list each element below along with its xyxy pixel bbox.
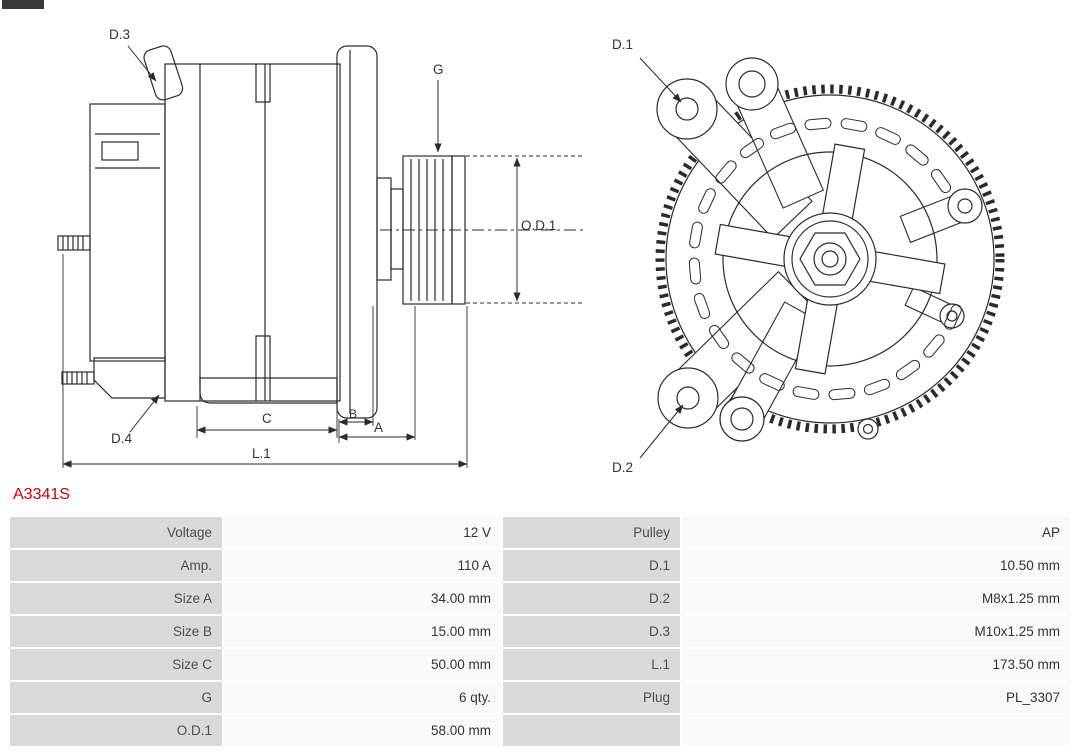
mounting-lug-top-left: [656, 78, 718, 140]
spec-value: [682, 715, 1070, 746]
spec-label: Plug: [503, 682, 680, 713]
label-g: G: [433, 62, 444, 77]
spec-label: G: [10, 682, 222, 713]
spec-value: M8x1.25 mm: [682, 583, 1070, 614]
spec-label: Size B: [10, 616, 222, 647]
spec-label: Size C: [10, 649, 222, 680]
front-view: [655, 57, 1005, 442]
front-leaders: [639, 57, 684, 459]
spec-label: D.3: [503, 616, 680, 647]
spec-label: [503, 715, 680, 746]
shaft: [390, 188, 404, 270]
part-number: A3341S: [13, 486, 70, 503]
terminal-stud: [57, 235, 91, 251]
spec-value: AP: [682, 517, 1070, 548]
mounting-tab-right-lower: [939, 303, 965, 329]
mounting-lug-top: [725, 57, 779, 111]
leader-d4: [129, 394, 160, 433]
front-flange: [336, 45, 378, 419]
bottom-stud: [61, 371, 95, 385]
spec-value: 58.00 mm: [224, 715, 501, 746]
bottom-plate: [199, 377, 338, 404]
spec-table: Voltage 12 V Pulley AP Amp. 110 A D.1 10…: [10, 517, 1070, 746]
hole-d2: [676, 386, 700, 410]
spec-label: D.2: [503, 583, 680, 614]
side-top-ear: [143, 45, 184, 101]
hole-d1: [675, 97, 699, 121]
label-a: A: [374, 420, 383, 435]
housing-body: [164, 63, 341, 402]
spokes: [714, 143, 946, 375]
mounting-lug-bottom-left: [657, 367, 719, 429]
hole-top: [738, 70, 766, 98]
leader-d3: [127, 45, 157, 82]
hole-right-lower: [946, 310, 958, 322]
spec-label: Voltage: [10, 517, 222, 548]
spec-value: 34.00 mm: [224, 583, 501, 614]
hole-bottom-small: [862, 423, 874, 435]
spec-value: PL_3307: [682, 682, 1070, 713]
inner-ring: [722, 151, 938, 367]
technical-drawing: D.3 G O.D.1 D.4 C B A L.1 D.1 D.2: [57, 27, 1005, 475]
side-dimensions: [62, 45, 583, 468]
spec-value: 110 A: [224, 550, 501, 581]
hub: [783, 212, 877, 306]
label-l1: L.1: [252, 446, 271, 461]
stator-teeth-ring: [655, 84, 1005, 434]
mounting-lug-bottom: [719, 396, 765, 442]
spec-label: Pulley: [503, 517, 680, 548]
label-d1: D.1: [612, 37, 633, 52]
label-od1: O.D.1: [521, 218, 556, 233]
spec-value: 12 V: [224, 517, 501, 548]
shaft-end: [813, 242, 847, 276]
mounting-tab-right: [947, 188, 983, 224]
spec-value: 50.00 mm: [224, 649, 501, 680]
spec-value: 6 qty.: [224, 682, 501, 713]
leader-d1: [639, 57, 682, 103]
logo-fragment: [2, 0, 44, 9]
spec-value: M10x1.25 mm: [682, 616, 1070, 647]
spec-label: Amp.: [10, 550, 222, 581]
bottom-foot: [93, 357, 166, 399]
hex-nut: [799, 232, 861, 286]
label-d3: D.3: [109, 27, 130, 42]
label-b: B: [349, 407, 357, 421]
spec-label: O.D.1: [10, 715, 222, 746]
spec-value: 15.00 mm: [224, 616, 501, 647]
side-view: [57, 45, 583, 419]
spec-label: D.1: [503, 550, 680, 581]
mounting-tab-bottom: [857, 418, 879, 440]
spec-value: 173.50 mm: [682, 649, 1070, 680]
spec-value: 10.50 mm: [682, 550, 1070, 581]
hole-right: [957, 198, 973, 214]
label-d2: D.2: [612, 460, 633, 475]
leader-d2: [639, 404, 684, 459]
vent-slots: [688, 117, 962, 401]
spec-label: L.1: [503, 649, 680, 680]
hole-bottom: [730, 407, 754, 431]
label-d4: D.4: [111, 431, 133, 446]
label-c: C: [262, 411, 272, 426]
spec-label: Size A: [10, 583, 222, 614]
